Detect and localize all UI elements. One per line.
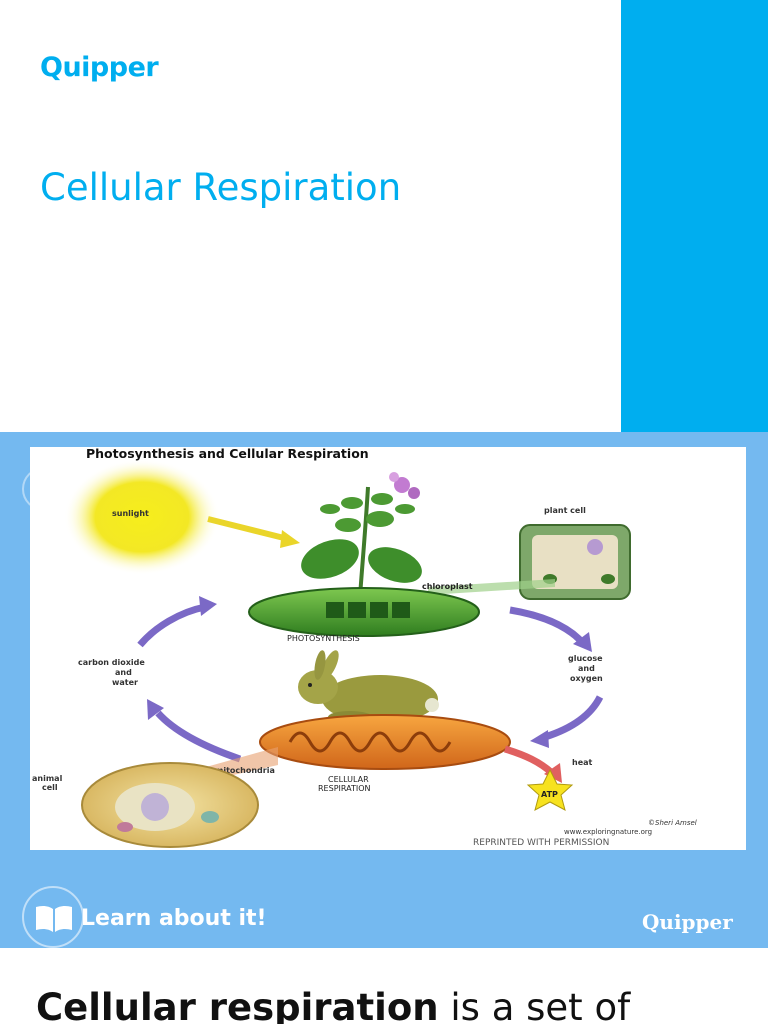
animal-cell-icon bbox=[81, 762, 259, 848]
sun-arrow-icon bbox=[207, 516, 300, 548]
label-oxygen: oxygen bbox=[570, 674, 603, 683]
diagram-heading: Photosynthesis and Cellular Respiration bbox=[86, 447, 369, 461]
cycle-arrow-right-top-icon bbox=[509, 606, 592, 652]
title-slide: Quipper Cellular Respiration bbox=[0, 0, 768, 432]
reprinted-notice: REPRINTED WITH PERMISSION bbox=[473, 838, 609, 848]
credit-site: www.exploringnature.org bbox=[564, 828, 652, 836]
cycle-arrow-left-top-icon bbox=[137, 596, 217, 648]
label-cellular: CELLULAR bbox=[328, 775, 369, 784]
label-sunlight: sunlight bbox=[112, 509, 149, 518]
cycle-arrow-left-bottom-icon bbox=[147, 699, 242, 763]
label-atp: ATP bbox=[541, 790, 558, 799]
label-water: water bbox=[112, 678, 138, 687]
chloroplast-icon bbox=[248, 587, 480, 637]
label-respiration: RESPIRATION bbox=[318, 784, 371, 793]
label-glucose: glucose bbox=[568, 654, 603, 663]
rabbit-icon bbox=[298, 650, 439, 723]
text-slide: Cellular respiration is a set of bbox=[0, 948, 768, 1024]
plant-icon bbox=[301, 472, 422, 598]
label-and-1: and bbox=[115, 668, 132, 677]
slide-title: Cellular Respiration bbox=[40, 166, 402, 209]
book-icon bbox=[36, 905, 72, 932]
credit-name: ©Sheri Amsel bbox=[648, 819, 697, 827]
quipper-footer-logo: Quipper bbox=[642, 910, 733, 934]
footer-decorative-circle bbox=[22, 886, 84, 948]
label-animal: animal bbox=[32, 774, 63, 783]
chloroplast-zoom-wedge bbox=[428, 579, 555, 595]
label-carbon-dioxide: carbon dioxide bbox=[78, 658, 145, 667]
photosynthesis-respiration-diagram: Photosynthesis and Cellular Respiration … bbox=[30, 447, 746, 850]
label-photosynthesis: PHOTOSYNTHESIS bbox=[287, 634, 360, 643]
mitochondria-icon bbox=[259, 714, 511, 770]
heat-arrow-icon bbox=[503, 745, 562, 783]
label-chloroplast: chloroplast bbox=[422, 582, 473, 591]
label-mitochondria: mitochondria bbox=[215, 766, 275, 775]
atp-star-icon bbox=[526, 768, 574, 811]
label-heat: heat bbox=[572, 758, 593, 767]
diagram-slide: Photosynthesis and Cellular Respiration … bbox=[0, 432, 768, 948]
quipper-logo: Quipper bbox=[40, 52, 159, 83]
body-text: Cellular respiration is a set of bbox=[36, 986, 630, 1024]
learn-about-it-label: Learn about it! bbox=[81, 906, 267, 931]
sun-icon bbox=[64, 459, 220, 575]
label-plant-cell: plant cell bbox=[544, 506, 586, 515]
label-and-2: and bbox=[578, 664, 595, 673]
label-cell: cell bbox=[42, 783, 58, 792]
accent-bar bbox=[621, 0, 768, 432]
body-text-rest: is a set of bbox=[438, 986, 631, 1024]
body-text-bold: Cellular respiration bbox=[36, 986, 439, 1024]
cycle-arrow-right-bottom-icon bbox=[530, 695, 604, 748]
